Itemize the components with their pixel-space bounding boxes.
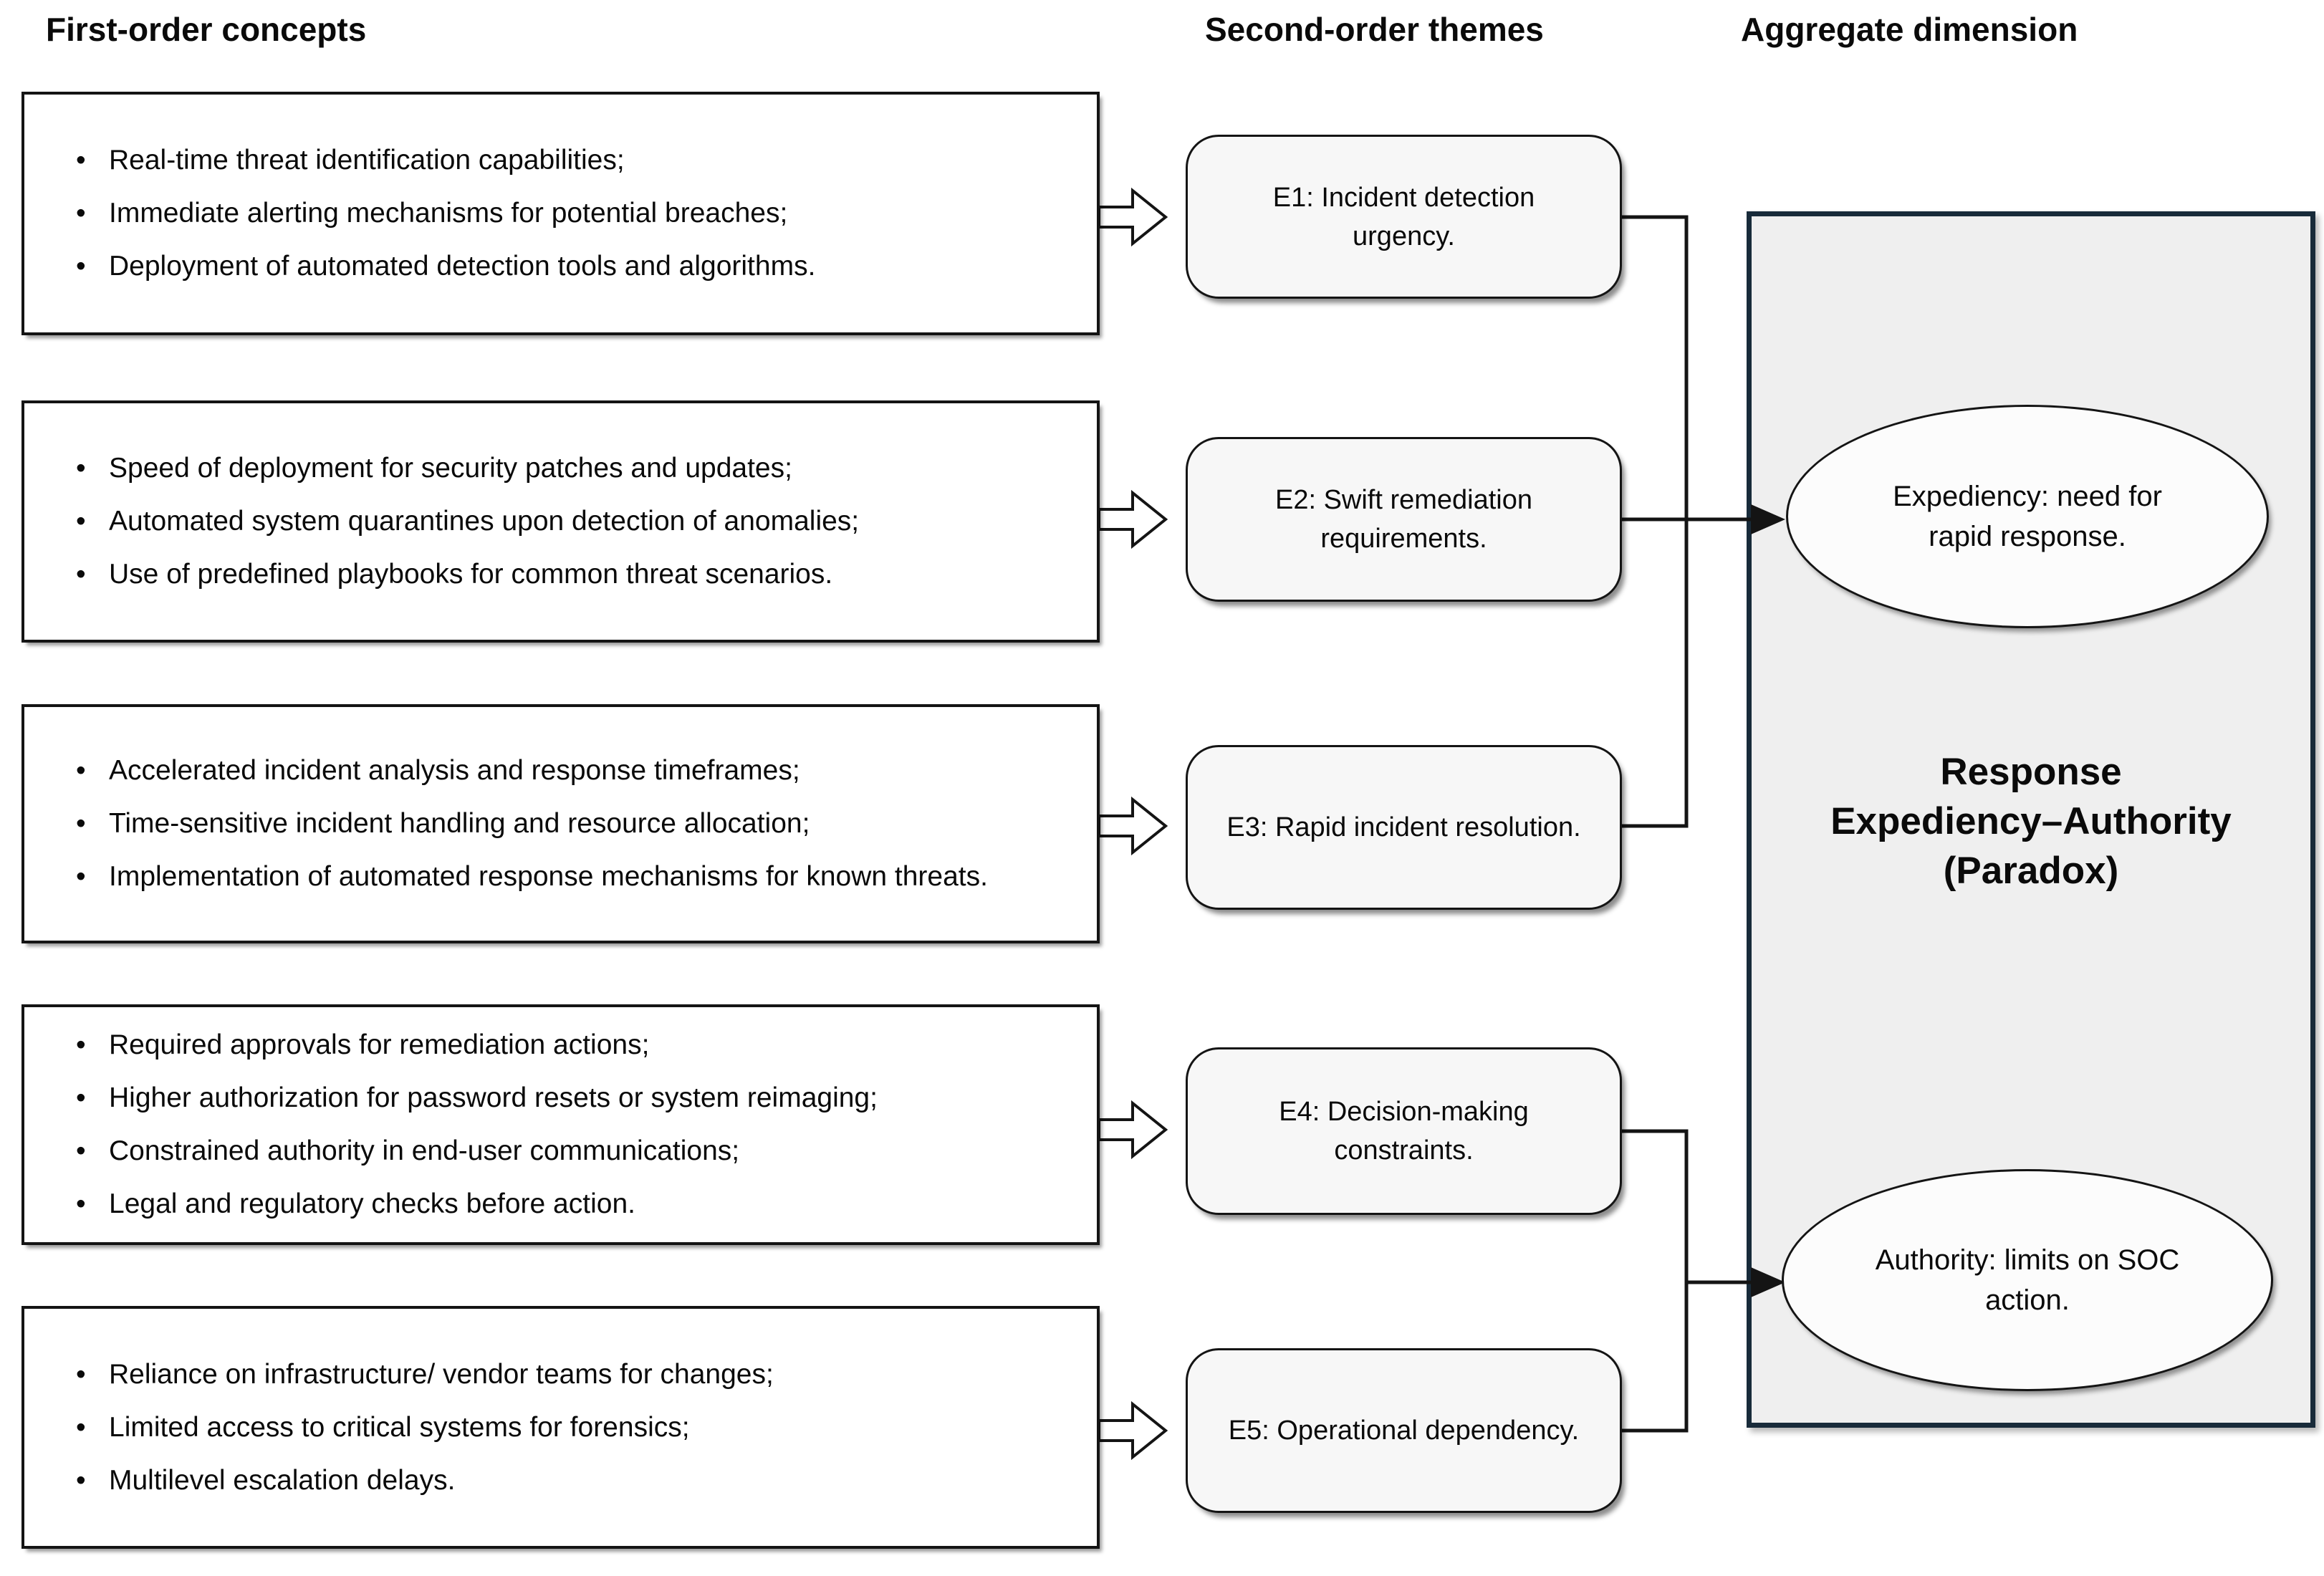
expediency-ellipse: Expediency: need for rapid response. [1786,405,2269,628]
header-aggregate-dimension: Aggregate dimension [1741,11,2078,48]
authority-ellipse: Authority: limits on SOC action. [1782,1169,2273,1391]
list-item: Speed of deployment for security patches… [76,442,1068,495]
theme-box-e2: E2: Swift remediation requirements. [1186,437,1622,602]
list-item: Higher authorization for password resets… [76,1072,1068,1125]
theme-box-e3: E3: Rapid incident resolution. [1186,745,1622,910]
block-arrow-icon-1 [1098,187,1168,247]
aggregate-title: Response Expediency–Authority (Paradox) [1830,751,2232,892]
first-order-box-2: Speed of deployment for security patches… [21,400,1100,643]
theme-box-e1: E1: Incident detection urgency. [1186,135,1622,299]
list-item: Legal and regulatory checks before actio… [76,1178,1068,1231]
block-arrow-icon-4 [1098,1100,1168,1160]
list-item: Reliance on infrastructure/ vendor teams… [76,1348,1068,1401]
first-order-box-4: Required approvals for remediation actio… [21,1004,1100,1245]
list-item: Time-sensitive incident handling and res… [76,797,1068,850]
header-second-order-themes: Second-order themes [1205,11,1544,48]
first-order-box-1: Real-time threat identification capabili… [21,92,1100,335]
theme-box-e5: E5: Operational dependency. [1186,1348,1622,1513]
list-item: Constrained authority in end-user commun… [76,1125,1068,1178]
connector-e1-e3-bracket [1622,215,1689,828]
header-first-order-concepts: First-order concepts [46,11,367,48]
list-item: Limited access to critical systems for f… [76,1401,1068,1454]
list-item: Immediate alerting mechanisms for potent… [76,187,1068,240]
list-item: Accelerated incident analysis and respon… [76,744,1068,797]
list-item: Required approvals for remediation actio… [76,1019,1068,1072]
block-arrow-icon-3 [1098,796,1168,856]
first-order-box-3: Accelerated incident analysis and respon… [21,704,1100,943]
list-item: Automated system quarantines upon detect… [76,495,1068,548]
authority-label: Authority: limits on SOC action. [1875,1244,2180,1316]
list-item: Real-time threat identification capabili… [76,134,1068,187]
arrowhead-expediency-icon [1751,504,1785,534]
first-order-box-5: Reliance on infrastructure/ vendor teams… [21,1306,1100,1549]
list-item: Implementation of automated response mec… [76,850,1068,903]
theme-box-e4: E4: Decision-making constraints. [1186,1047,1622,1215]
expediency-label: Expediency: need for rapid response. [1893,481,2162,552]
arrowhead-authority-icon [1751,1267,1785,1297]
list-item: Use of predefined playbooks for common t… [76,548,1068,601]
list-item: Deployment of automated detection tools … [76,240,1068,293]
block-arrow-icon-2 [1098,489,1168,549]
list-item: Multilevel escalation delays. [76,1454,1068,1507]
block-arrow-icon-5 [1098,1400,1168,1461]
